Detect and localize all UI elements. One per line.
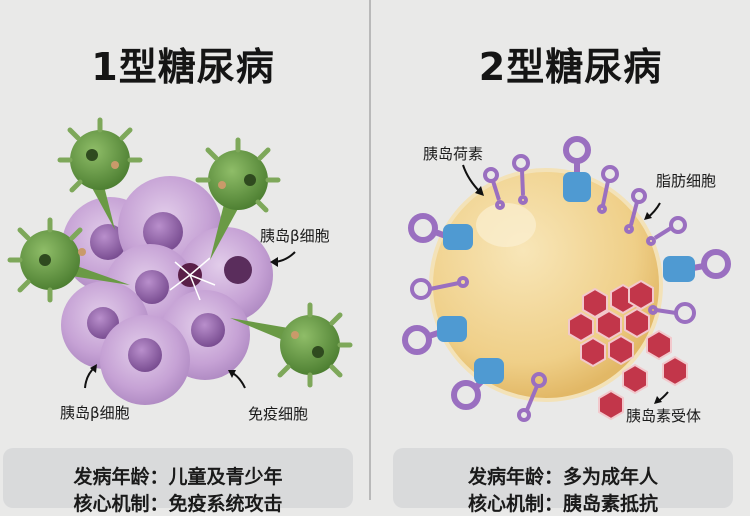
type2-onset-age: 发病年龄：多为成年人 [467, 466, 658, 488]
insulin-receptor-hexagons [568, 279, 688, 421]
beta-cell-cluster [61, 176, 273, 405]
fat-cell [429, 168, 663, 402]
type1-mechanism: 核心机制：免疫系统攻击 [73, 493, 283, 515]
type2-info-box: 发病年龄：多为成年人 核心机制：胰岛素抵抗 [393, 448, 733, 515]
label-beta-cell-right: 胰岛β细胞 [260, 227, 330, 245]
label-fat-cell: 脂肪细胞 [656, 172, 717, 190]
type2-mechanism: 核心机制：胰岛素抵抗 [467, 493, 658, 515]
type1-panel: 1型糖尿病 [0, 0, 370, 515]
immune-cell-4 [230, 302, 353, 388]
label-immune-cell: 免疫细胞 [248, 405, 309, 423]
arrow-icon [462, 164, 482, 194]
immune-cell-3 [7, 217, 130, 303]
immune-cell-2 [195, 137, 281, 260]
type1-onset-age: 发病年龄：儿童及青少年 [73, 466, 283, 488]
type2-panel: 2型糖尿病 [371, 0, 750, 515]
insulin-keys [410, 154, 696, 422]
type2-illustration [402, 136, 731, 422]
type1-title: 1型糖尿病 [91, 45, 275, 89]
immune-cell-1 [57, 117, 143, 230]
label-beta-cell-bottom: 胰岛β细胞 [60, 404, 130, 422]
panel-divider [369, 0, 371, 500]
label-insulin: 胰岛荷素 [423, 145, 484, 163]
insulin-receptor-locks [402, 136, 731, 410]
type1-info-box: 发病年龄：儿童及青少年 核心机制：免疫系统攻击 [3, 448, 353, 515]
label-insulin-receptor: 胰岛素受体 [626, 407, 702, 425]
type2-title: 2型糖尿病 [478, 45, 663, 89]
type1-illustration [7, 117, 353, 405]
